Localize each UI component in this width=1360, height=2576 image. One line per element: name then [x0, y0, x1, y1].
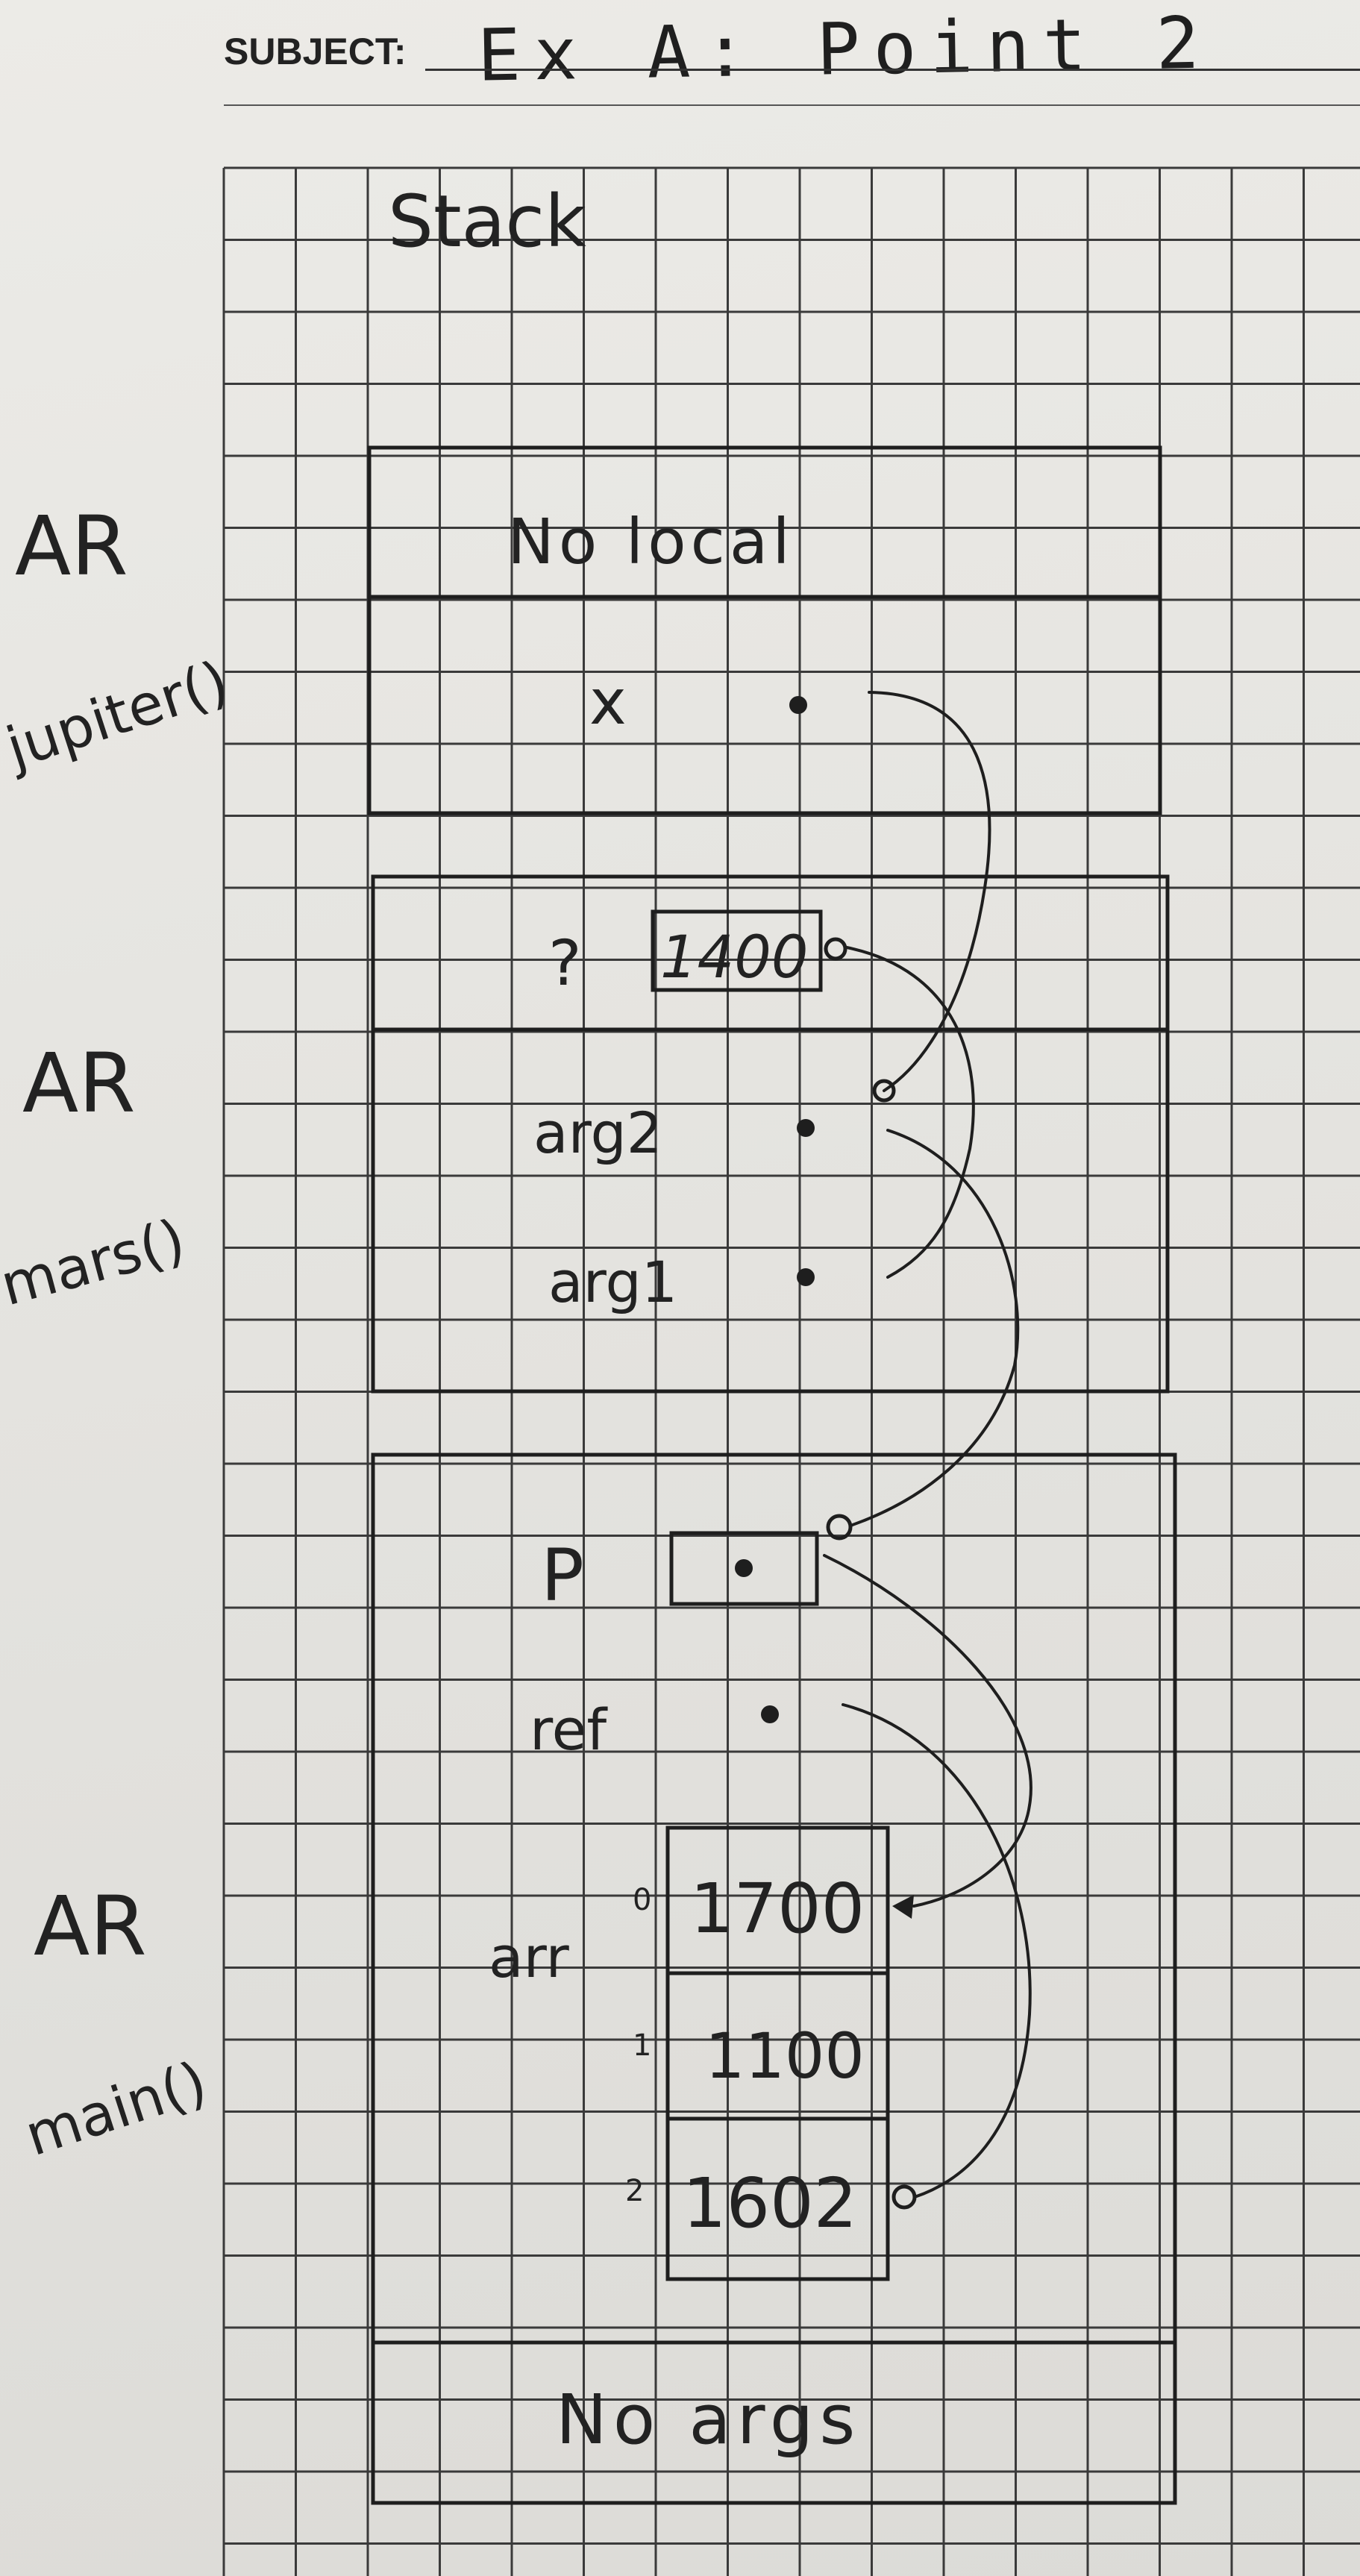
p-target-anchor [826, 1514, 853, 1541]
mars-name-label: mars() [0, 1206, 192, 1319]
arg2-pointer-dot [797, 1119, 815, 1137]
p-to-arr0-curve [823, 1554, 1032, 1908]
arr-value-1: 1100 [705, 2019, 865, 2093]
ref-to-arr2-curve [842, 1703, 1032, 2199]
arg1-target-anchor [872, 1079, 896, 1103]
main-ar-label: AR [34, 1878, 147, 1974]
subject-label: SUBJECT: [224, 31, 407, 72]
arg2-label: arg2 [533, 1100, 662, 1166]
arr-index-0: 0 [633, 1883, 651, 1917]
arr-0-arrowhead [892, 1895, 914, 1919]
arr-value-0: 1700 [690, 1869, 865, 1949]
return-question-label: ? [548, 927, 582, 1000]
jupiter-frame [367, 445, 1162, 815]
arr-label: arr [489, 1924, 569, 1990]
x-label: x [589, 665, 627, 739]
jupiter-name-label: jupiter() [0, 648, 236, 782]
p-box [669, 1531, 819, 1606]
ref-pointer-dot [761, 1705, 779, 1723]
grid-lines [222, 166, 1360, 2576]
arr-value-2: 1602 [683, 2163, 857, 2243]
main-name-label: main() [17, 2048, 215, 2169]
arg1-pointer-dot [797, 1268, 815, 1286]
arr-index-2: 2 [625, 2174, 644, 2208]
p-label: P [541, 1534, 584, 1617]
stack-title: Stack [388, 180, 586, 263]
jupiter-ar-label: AR [15, 498, 128, 594]
x-to-arg1-curve [868, 691, 991, 1092]
no-local-label: No local [507, 505, 795, 578]
arr-index-1: 1 [633, 2028, 651, 2063]
p-pointer-dot [735, 1559, 753, 1577]
return-value-box [651, 909, 823, 992]
x-pointer-dot [789, 696, 807, 714]
main-frame [371, 1452, 1177, 2505]
arg1-label: arg1 [548, 1249, 677, 1315]
arr-cell-2 [665, 2116, 890, 2281]
return-value: 1400 [660, 924, 809, 991]
subject-underline [425, 69, 1360, 71]
no-args-label: No args [556, 2380, 861, 2460]
arg2-to-p-curve [849, 1129, 1020, 1527]
mars-frame [371, 874, 1170, 1394]
return-to-arg1-curve [845, 946, 975, 1279]
mars-ar-label: AR [22, 1035, 136, 1131]
header-rule [224, 104, 1360, 106]
return-value-anchor [824, 937, 847, 961]
arr-2-anchor [891, 2184, 917, 2210]
ref-label: ref [530, 1696, 608, 1763]
